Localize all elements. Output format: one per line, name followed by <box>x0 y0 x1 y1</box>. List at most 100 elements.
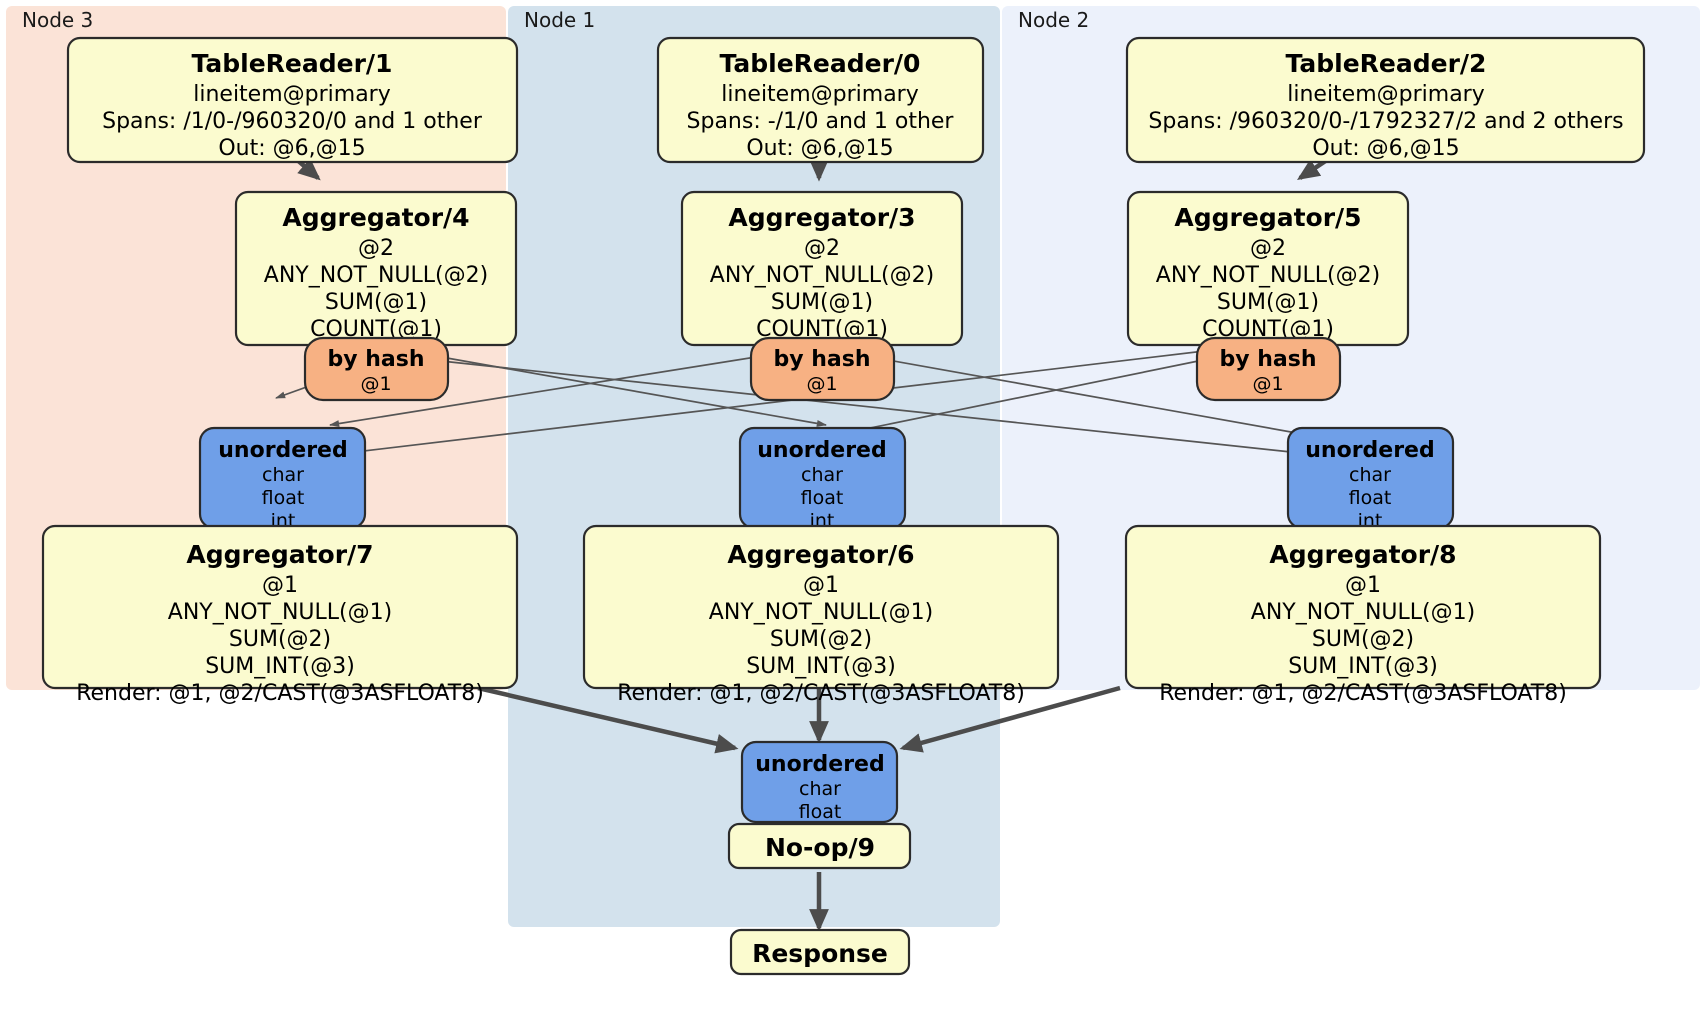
node-aggregator-6-line-2: SUM(@2) <box>770 627 872 652</box>
panel-node2-background <box>1002 6 1700 690</box>
node-aggregator-5-line-1: ANY_NOT_NULL(@2) <box>1156 263 1380 288</box>
node-sync-final[interactable]: unordered char float <box>740 740 899 824</box>
node-aggregator-4[interactable]: Aggregator/4 @2 ANY_NOT_NULL(@2) SUM(@1)… <box>234 190 518 347</box>
node-tablereader-0-line-0: lineitem@primary <box>721 82 919 107</box>
node-aggregator-5-line-0: @2 <box>1250 236 1286 261</box>
node-aggregator-6-line-3: SUM_INT(@3) <box>746 654 896 679</box>
node-sync-left-line-1: float <box>262 487 305 509</box>
node-aggregator-8-line-3: SUM_INT(@3) <box>1288 654 1438 679</box>
node-aggregator-8-line-0: @1 <box>1345 573 1381 598</box>
node-router-right-box[interactable] <box>1195 336 1342 402</box>
node-sync-left-title: unordered <box>218 438 347 463</box>
node-aggregator-3[interactable]: Aggregator/3 @2 ANY_NOT_NULL(@2) SUM(@1)… <box>680 190 964 347</box>
node-router-left-title: by hash <box>327 347 424 372</box>
node-aggregator-8[interactable]: Aggregator/8 @1 ANY_NOT_NULL(@1) SUM(@2)… <box>1124 524 1602 706</box>
edge-aggregator8-to-sync-final <box>899 685 1121 753</box>
panel-node2: Node 2 <box>1002 6 1700 690</box>
edge-router-left-to-sync-right <box>412 357 1321 458</box>
node-router-left[interactable]: by hash @1 <box>303 336 450 402</box>
node-tablereader-2-box[interactable] <box>1125 36 1646 164</box>
edge-router-right-to-sync-center <box>825 357 1214 439</box>
node-aggregator-7-line-1: ANY_NOT_NULL(@1) <box>168 600 392 625</box>
node-router-center-box[interactable] <box>749 336 896 402</box>
node-aggregator-5-line-2: SUM(@1) <box>1217 290 1319 315</box>
node-sync-left-line-0: char <box>262 464 304 486</box>
edge-router-center-to-sync-left <box>328 351 788 427</box>
node-aggregator-3-line-2: SUM(@1) <box>771 290 873 315</box>
node-sync-final-line-1: float <box>799 801 842 823</box>
node-router-right[interactable]: by hash @1 <box>1195 336 1342 402</box>
node-tablereader-1-box[interactable] <box>66 36 519 164</box>
node-aggregator-7-line-2: SUM(@2) <box>229 627 331 652</box>
node-aggregator-7-box[interactable] <box>41 524 519 690</box>
node-tablereader-1-title: TableReader/1 <box>192 49 393 78</box>
node-tablereader-0[interactable]: TableReader/0 lineitem@primary Spans: -/… <box>656 36 985 164</box>
node-aggregator-7-line-0: @1 <box>262 573 298 598</box>
edge-router-center-to-sync-right <box>859 354 1321 439</box>
panel-node3: Node 3 <box>6 6 506 690</box>
node-noop-9-box[interactable] <box>727 822 912 870</box>
node-router-right-title: by hash <box>1219 347 1316 372</box>
node-aggregator-3-line-1: ANY_NOT_NULL(@2) <box>710 263 934 288</box>
node-tablereader-1-line-2: Out: @6,@15 <box>218 136 365 161</box>
panel-node1-label: Node 1 <box>524 8 595 32</box>
node-aggregator-7-title: Aggregator/7 <box>186 540 373 569</box>
node-sync-final-title: unordered <box>755 752 884 777</box>
node-tablereader-2[interactable]: TableReader/2 lineitem@primary Spans: /9… <box>1125 36 1646 164</box>
node-response[interactable]: Response <box>729 928 911 976</box>
node-response-title: Response <box>752 939 888 968</box>
node-router-center[interactable]: by hash @1 <box>749 336 896 402</box>
node-sync-center-line-0: char <box>801 464 843 486</box>
node-sync-center-title: unordered <box>757 438 886 463</box>
node-aggregator-7-line-4: Render: @1, @2/CAST(@3ASFLOAT8) <box>76 681 484 706</box>
node-tablereader-2-title: TableReader/2 <box>1286 49 1487 78</box>
panel-node2-label: Node 2 <box>1018 8 1089 32</box>
node-noop-9-title: No-op/9 <box>765 833 875 862</box>
node-aggregator-6-line-4: Render: @1, @2/CAST(@3ASFLOAT8) <box>617 681 1025 706</box>
edge-router-left-to-sync-center <box>412 351 828 427</box>
node-tablereader-1-line-0: lineitem@primary <box>193 82 391 107</box>
node-sync-center-line-1: float <box>801 487 844 509</box>
node-response-box[interactable] <box>729 928 911 976</box>
node-aggregator-8-line-2: SUM(@2) <box>1312 627 1414 652</box>
node-tablereader-1[interactable]: TableReader/1 lineitem@primary Spans: /1… <box>66 36 519 164</box>
node-tablereader-0-line-2: Out: @6,@15 <box>746 136 893 161</box>
node-aggregator-7-line-3: SUM_INT(@3) <box>205 654 355 679</box>
node-tablereader-1-line-1: Spans: /1/0-/960320/0 and 1 other <box>102 109 483 134</box>
node-router-left-box[interactable] <box>303 336 450 402</box>
node-sync-left[interactable]: unordered char float int <box>198 426 367 532</box>
node-sync-center[interactable]: unordered char float int <box>738 426 907 532</box>
node-tablereader-0-title: TableReader/0 <box>720 49 921 78</box>
node-router-left-line-0: @1 <box>360 373 391 395</box>
node-sync-right-line-1: float <box>1349 487 1392 509</box>
node-tablereader-2-line-1: Spans: /960320/0-/1792327/2 and 2 others <box>1148 109 1623 134</box>
node-aggregator-4-line-1: ANY_NOT_NULL(@2) <box>264 263 488 288</box>
node-aggregator-6-box[interactable] <box>582 524 1060 690</box>
node-sync-final-box[interactable] <box>740 740 899 824</box>
node-aggregator-3-title: Aggregator/3 <box>728 203 915 232</box>
node-aggregator-3-line-0: @2 <box>804 236 840 261</box>
node-noop-9[interactable]: No-op/9 <box>727 822 912 870</box>
node-tablereader-2-line-2: Out: @6,@15 <box>1312 136 1459 161</box>
node-aggregator-7[interactable]: Aggregator/7 @1 ANY_NOT_NULL(@1) SUM(@2)… <box>41 524 519 706</box>
node-sync-right[interactable]: unordered char float int <box>1286 426 1455 532</box>
node-sync-final-line-0: char <box>799 778 841 800</box>
node-router-center-title: by hash <box>773 347 870 372</box>
node-aggregator-6[interactable]: Aggregator/6 @1 ANY_NOT_NULL(@1) SUM(@2)… <box>582 524 1060 706</box>
node-aggregator-8-title: Aggregator/8 <box>1269 540 1456 569</box>
node-aggregator-5-title: Aggregator/5 <box>1174 203 1361 232</box>
edge-router-right-to-sync-left <box>328 349 1214 458</box>
node-sync-right-line-0: char <box>1349 464 1391 486</box>
node-aggregator-8-box[interactable] <box>1124 524 1602 690</box>
node-aggregator-6-line-0: @1 <box>803 573 839 598</box>
node-aggregator-8-line-1: ANY_NOT_NULL(@1) <box>1251 600 1475 625</box>
node-aggregator-5[interactable]: Aggregator/5 @2 ANY_NOT_NULL(@2) SUM(@1)… <box>1126 190 1410 347</box>
node-tablereader-0-box[interactable] <box>656 36 985 164</box>
node-router-right-line-0: @1 <box>1252 373 1283 395</box>
edge-aggregator7-to-sync-final <box>477 685 739 754</box>
node-sync-right-title: unordered <box>1305 438 1434 463</box>
panel-node3-background <box>6 6 506 690</box>
node-aggregator-8-line-4: Render: @1, @2/CAST(@3ASFLOAT8) <box>1159 681 1567 706</box>
